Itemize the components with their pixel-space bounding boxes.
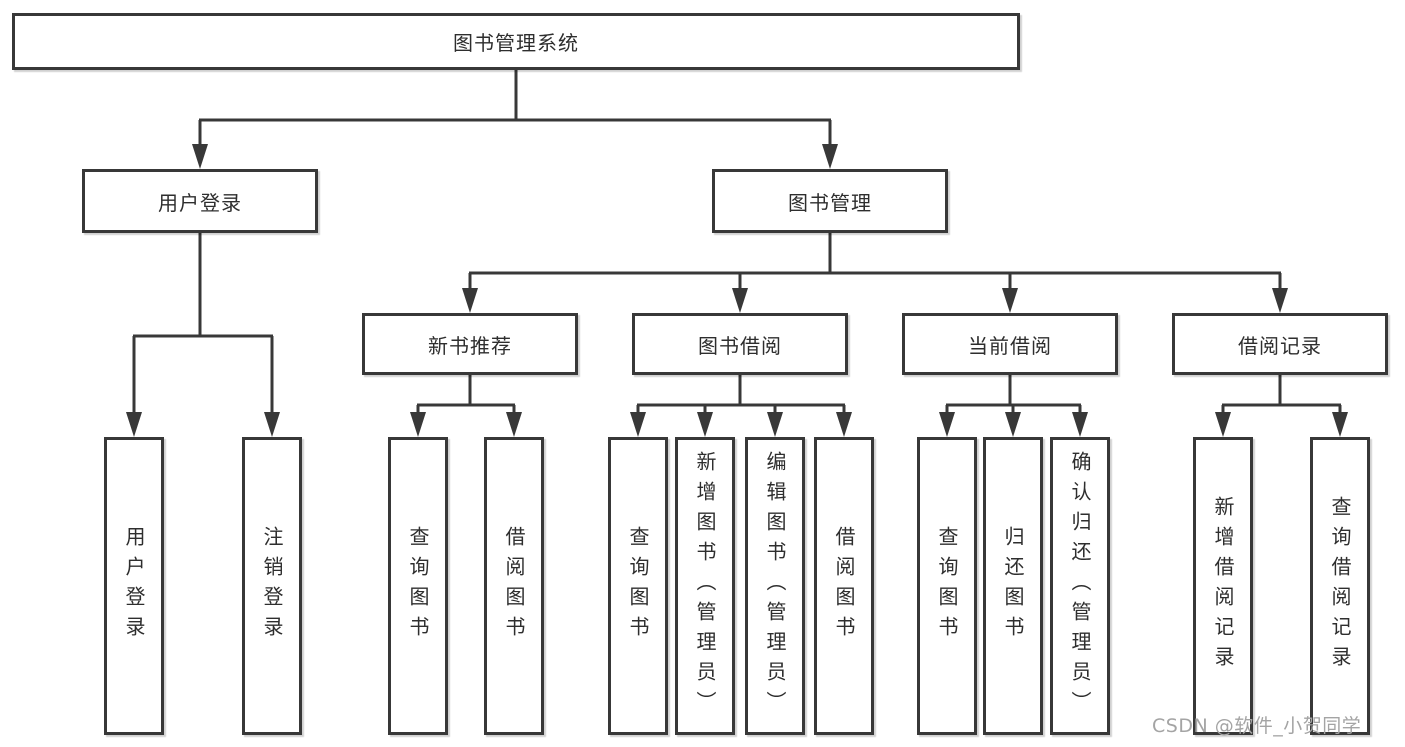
leaf-query-borrow-record: 查询借阅记录: [1310, 437, 1370, 735]
leaf-add-borrow-record-label: 新增借阅记录: [1211, 496, 1235, 676]
node-new-book-recommend: 新书推荐: [362, 313, 578, 375]
node-new-book-recommend-label: 新书推荐: [428, 333, 512, 358]
leaf-recommend-borrow-books: 借阅图书: [484, 437, 544, 735]
leaf-add-borrow-record: 新增借阅记录: [1193, 437, 1253, 735]
leaf-current-query-books-label: 查询图书: [935, 526, 959, 646]
leaf-logout-label: 注销登录: [260, 526, 284, 646]
leaf-logout: 注销登录: [242, 437, 302, 735]
leaf-edit-books-admin-label: 编辑图书（管理员）: [763, 451, 787, 721]
node-user-login: 用户登录: [82, 169, 318, 233]
node-root-system: 图书管理系统: [12, 13, 1020, 70]
leaf-edit-books-admin: 编辑图书（管理员）: [745, 437, 805, 735]
leaf-recommend-query-books: 查询图书: [388, 437, 448, 735]
leaf-confirm-return-admin: 确认归还（管理员）: [1050, 437, 1110, 735]
node-user-login-label: 用户登录: [158, 190, 242, 215]
leaf-borrow-books: 借阅图书: [814, 437, 874, 735]
leaf-user-login: 用户登录: [104, 437, 164, 735]
leaf-add-books-admin-label: 新增图书（管理员）: [693, 451, 717, 721]
node-borrow-records-label: 借阅记录: [1238, 333, 1322, 358]
leaf-confirm-return-admin-label: 确认归还（管理员）: [1068, 451, 1092, 721]
leaf-recommend-query-books-label: 查询图书: [406, 526, 430, 646]
node-root-system-label: 图书管理系统: [453, 31, 579, 55]
node-book-borrow: 图书借阅: [632, 313, 848, 375]
leaf-user-login-label: 用户登录: [122, 526, 146, 646]
leaf-borrow-query-books: 查询图书: [608, 437, 668, 735]
csdn-watermark: CSDN @软件_小贺同学: [1152, 715, 1362, 737]
leaf-borrow-query-books-label: 查询图书: [626, 526, 650, 646]
node-current-borrow-label: 当前借阅: [968, 333, 1052, 358]
leaf-return-books-label: 归还图书: [1001, 526, 1025, 646]
leaf-borrow-books-label: 借阅图书: [832, 526, 856, 646]
node-book-borrow-label: 图书借阅: [698, 333, 782, 358]
node-current-borrow: 当前借阅: [902, 313, 1118, 375]
leaf-query-borrow-record-label: 查询借阅记录: [1328, 496, 1352, 676]
leaf-recommend-borrow-books-label: 借阅图书: [502, 526, 526, 646]
leaf-current-query-books: 查询图书: [917, 437, 977, 735]
leaf-add-books-admin: 新增图书（管理员）: [675, 437, 735, 735]
node-book-management-label: 图书管理: [788, 190, 872, 215]
node-borrow-records: 借阅记录: [1172, 313, 1388, 375]
node-book-management: 图书管理: [712, 169, 948, 233]
leaf-return-books: 归还图书: [983, 437, 1043, 735]
